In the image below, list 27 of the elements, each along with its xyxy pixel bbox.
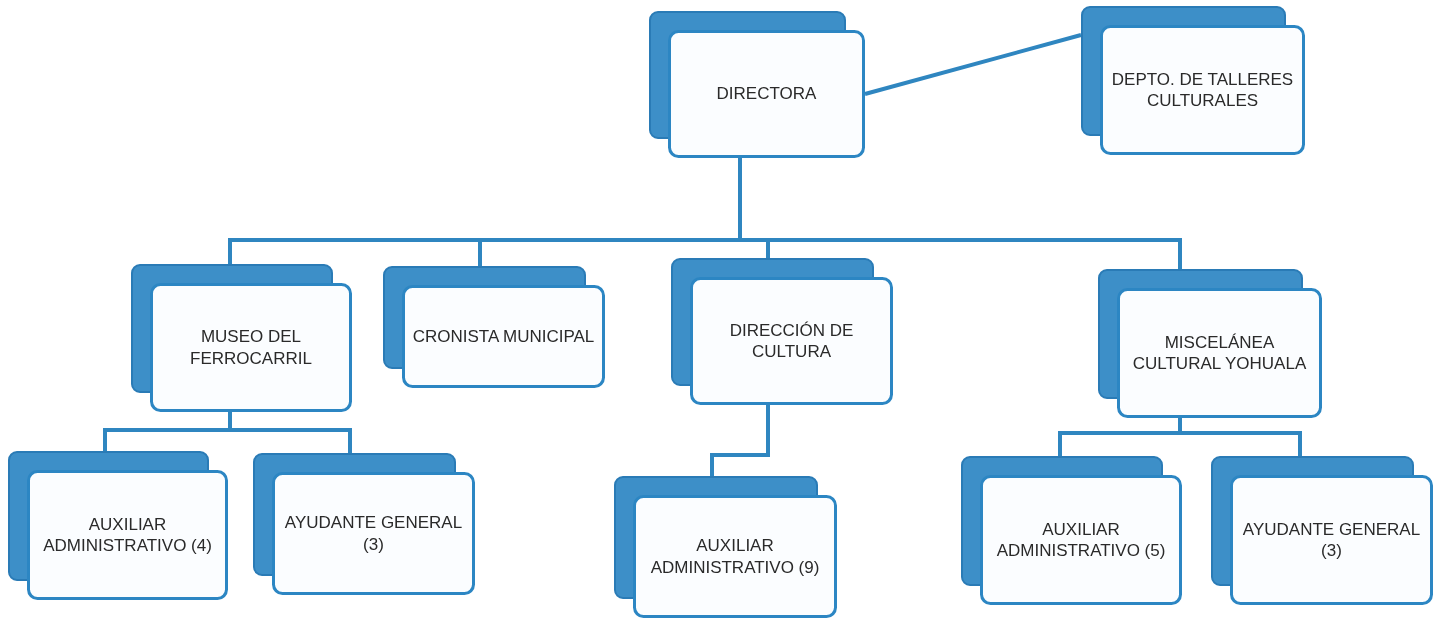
box-label: DIRECCIÓN DE CULTURA xyxy=(728,319,855,363)
box-label: CRONISTA MUNICIPAL xyxy=(411,325,596,348)
box-label: MUSEO DEL FERROCARRIL xyxy=(189,326,313,370)
box-label: AUXILIAR ADMINISTRATIVO (4) xyxy=(42,513,213,557)
org-chart-box xyxy=(8,451,228,600)
org-chart-box xyxy=(1098,269,1322,418)
connector-line xyxy=(1178,418,1302,456)
org-chart-box xyxy=(383,266,605,388)
box-label: AYUDANTE GENERAL (3) xyxy=(1241,518,1422,562)
org-chart-box xyxy=(1081,6,1305,155)
box-label: DIRECTORA xyxy=(715,83,818,106)
box-label: DEPTO. DE TALLERES CULTURALES xyxy=(1110,68,1295,112)
org-chart-box xyxy=(961,456,1182,605)
box-label: AUXILIAR ADMINISTRATIVO (9) xyxy=(649,535,821,579)
connector-line xyxy=(228,412,352,453)
connector-line xyxy=(710,405,770,476)
connector-line xyxy=(738,158,1182,269)
org-chart-box xyxy=(614,476,837,618)
box-label: MISCELÁNEA CULTURAL YOHUALA xyxy=(1131,331,1308,375)
org-chart-box xyxy=(671,258,893,405)
org-chart-box xyxy=(253,453,475,595)
org-chart-box xyxy=(1211,456,1433,605)
connector-line xyxy=(864,33,1082,96)
org-chart-box xyxy=(131,264,352,412)
box-label: AUXILIAR ADMINISTRATIVO (5) xyxy=(995,518,1167,562)
box-label: AYUDANTE GENERAL (3) xyxy=(283,512,464,556)
org-chart-box xyxy=(649,11,865,158)
